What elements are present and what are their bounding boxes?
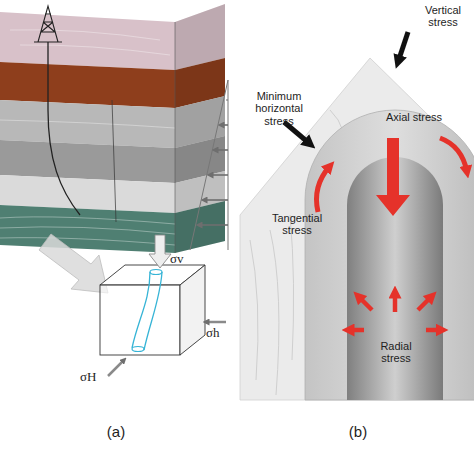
cube-borehole: [132, 272, 162, 350]
stress-symbol: σv: [170, 252, 200, 267]
min-horizontal-arrow: [206, 321, 226, 324]
stress-label: Axial stress: [372, 111, 456, 123]
axial-stress-arrow: [376, 138, 410, 216]
profile-arrow: [221, 124, 228, 125]
tangential-stress-arrow: [440, 138, 467, 172]
earth-block: [0, 4, 225, 253]
borehole-wall: [305, 110, 474, 400]
stress-symbol: σh: [206, 326, 236, 341]
panel-caption: (b): [338, 424, 378, 441]
layer-texture: [0, 30, 175, 245]
stress-label: Radial stress: [368, 340, 424, 365]
profile-arrow: [199, 224, 228, 225]
stress-label: Minimum horizontal stress: [246, 90, 312, 127]
profile-arrow: [215, 149, 228, 150]
radial-stress-arrow: [348, 328, 364, 333]
tangential-stress-arrow: [317, 166, 331, 212]
vertical-stress-arrow: [149, 235, 171, 268]
well-path: [48, 42, 80, 215]
drilling-rig: [34, 6, 62, 42]
stress-profile: [190, 80, 228, 250]
fault-line: [112, 100, 116, 222]
block-edge: [175, 22, 176, 253]
radial-stress-arrow: [426, 328, 442, 333]
stress-label: Tangential stress: [264, 212, 330, 237]
profile-envelope: [190, 80, 228, 250]
borehole-cutaway: [240, 32, 474, 400]
vertical-stress-arrow: [398, 32, 408, 62]
profile-arrow: [204, 199, 228, 200]
radial-stress-arrow: [418, 296, 432, 310]
radial-stress-arrow: [393, 292, 398, 312]
cube-borehole-bottom: [132, 347, 144, 352]
profile-arrow: [210, 174, 228, 175]
profile-arrows: [199, 100, 228, 225]
stress-symbol: σH: [80, 370, 110, 385]
panel-caption: (a): [96, 424, 136, 441]
rock-block: [240, 58, 474, 400]
stress-cube: [100, 235, 226, 376]
stress-label: Vertical stress: [416, 4, 470, 29]
cube-borehole-top: [150, 270, 162, 275]
zoom-arrow: [39, 234, 108, 293]
max-horizontal-arrow: [108, 360, 124, 376]
radial-stress-arrow: [358, 296, 372, 310]
cube-side: [180, 265, 205, 355]
